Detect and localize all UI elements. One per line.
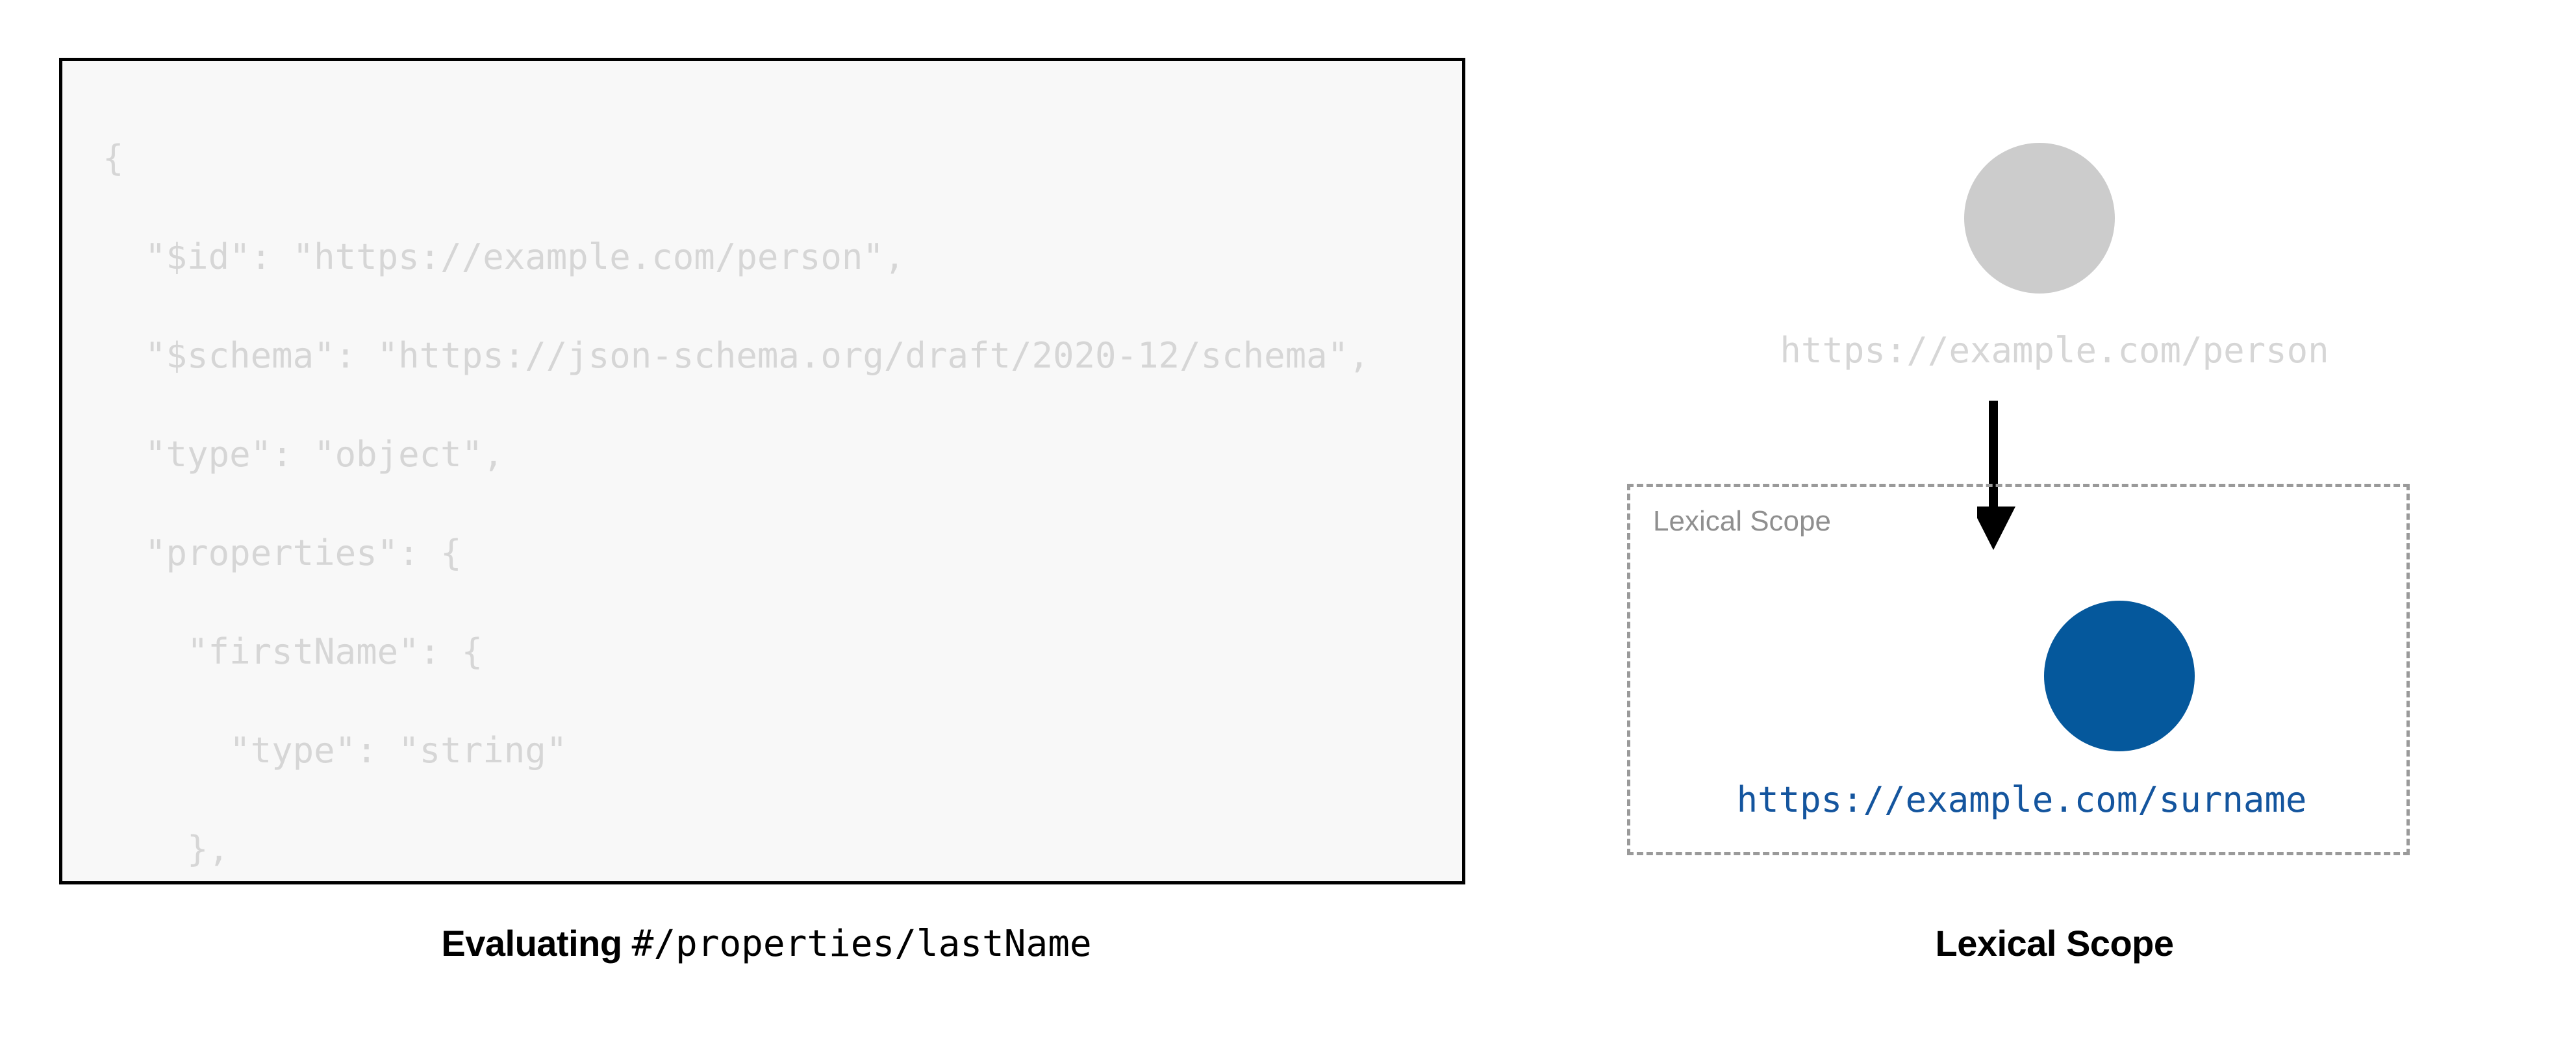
code-token: "$id": "https://example.com/person", xyxy=(145,236,905,277)
left-caption-strong: Evaluating xyxy=(441,923,632,964)
code-token: "type": "string" xyxy=(229,730,568,771)
code-line: "type": "object", xyxy=(103,430,1370,479)
left-panel-caption: Evaluating #/properties/lastName xyxy=(0,922,1533,965)
lexical-scope-box-label: Lexical Scope xyxy=(1653,505,1831,537)
json-schema-code-block: { "$id": "https://example.com/person", "… xyxy=(103,134,1370,881)
left-caption-pointer: #/properties/lastName xyxy=(631,923,1092,965)
inner-schema-node-label: https://example.com/surname xyxy=(1736,779,2307,820)
code-token: "properties": { xyxy=(145,532,462,573)
json-schema-code-card: { "$id": "https://example.com/person", "… xyxy=(59,58,1465,884)
right-panel-caption: Lexical Scope xyxy=(1935,923,2174,964)
code-token: "type": "object", xyxy=(145,434,504,475)
outer-schema-node-label: https://example.com/person xyxy=(1780,330,2329,371)
code-token: "firstName": { xyxy=(187,631,483,672)
code-line: "$id": "https://example.com/person", xyxy=(103,232,1370,282)
code-line: "firstName": { xyxy=(103,627,1370,677)
lexical-scope-boundary-box: Lexical Scope https://example.com/surnam… xyxy=(1627,484,2410,855)
inner-schema-node-circle xyxy=(2044,601,2195,751)
code-token: }, xyxy=(187,829,230,870)
lexical-scope-diagram: https://example.com/person Lexical Scope… xyxy=(1533,0,2576,1039)
code-line: "$schema": "https://json-schema.org/draf… xyxy=(103,331,1370,381)
code-line: }, xyxy=(103,825,1370,874)
code-line: "type": "string" xyxy=(103,726,1370,775)
code-line: "properties": { xyxy=(103,529,1370,578)
code-token: { xyxy=(103,138,124,179)
evaluating-panel: { "$id": "https://example.com/person", "… xyxy=(0,58,1533,965)
outer-schema-node-circle xyxy=(1964,143,2115,294)
code-line: { xyxy=(103,134,1370,183)
code-token: "$schema": "https://json-schema.org/draf… xyxy=(145,335,1370,376)
